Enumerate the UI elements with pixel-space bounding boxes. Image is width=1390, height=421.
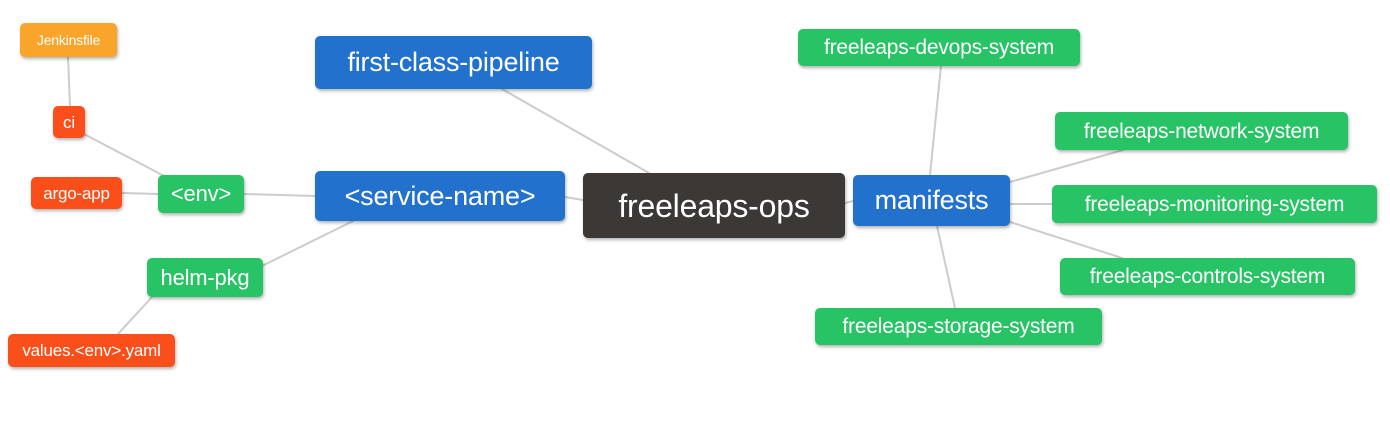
edge-values-env-yaml-to-helm-pkg xyxy=(117,296,153,335)
node-argo-app[interactable]: argo-app xyxy=(31,177,122,209)
node-manifests[interactable]: manifests xyxy=(853,175,1010,226)
edge-jenkinsfile-to-ci xyxy=(67,56,71,107)
edge-helm-pkg-to-service-name xyxy=(261,220,354,267)
edge-ci-to-env xyxy=(83,133,167,178)
node-values-env-yaml[interactable]: values.<env>.yaml xyxy=(8,334,175,367)
edge-env-to-service-name xyxy=(243,193,316,197)
node-freeleaps-devops-system[interactable]: freeleaps-devops-system xyxy=(798,29,1080,66)
edge-first-class-pipeline-to-freeleaps-ops xyxy=(501,88,650,174)
node-freeleaps-controls-system[interactable]: freeleaps-controls-system xyxy=(1060,258,1355,295)
edge-argo-app-to-env xyxy=(121,192,159,195)
node-env[interactable]: <env> xyxy=(158,175,244,213)
node-jenkinsfile[interactable]: Jenkinsfile xyxy=(20,23,117,57)
node-helm-pkg[interactable]: helm-pkg xyxy=(147,258,263,297)
edge-manifests-to-freeleaps-network-system xyxy=(1009,149,1124,183)
edge-service-name-to-freeleaps-ops xyxy=(564,196,584,201)
edge-manifests-to-freeleaps-devops-system xyxy=(929,65,942,176)
node-freeleaps-monitoring-system[interactable]: freeleaps-monitoring-system xyxy=(1052,185,1377,223)
node-service-name[interactable]: <service-name> xyxy=(315,171,565,221)
edge-manifests-to-freeleaps-storage-system xyxy=(936,225,956,309)
node-freeleaps-ops[interactable]: freeleaps-ops xyxy=(583,173,845,238)
node-ci[interactable]: ci xyxy=(53,106,85,138)
edge-freeleaps-ops-to-manifests xyxy=(844,200,854,204)
node-first-class-pipeline[interactable]: first-class-pipeline xyxy=(315,36,592,89)
node-freeleaps-storage-system[interactable]: freeleaps-storage-system xyxy=(815,308,1102,345)
node-freeleaps-network-system[interactable]: freeleaps-network-system xyxy=(1055,112,1348,150)
edge-manifests-to-freeleaps-controls-system xyxy=(1009,221,1123,259)
